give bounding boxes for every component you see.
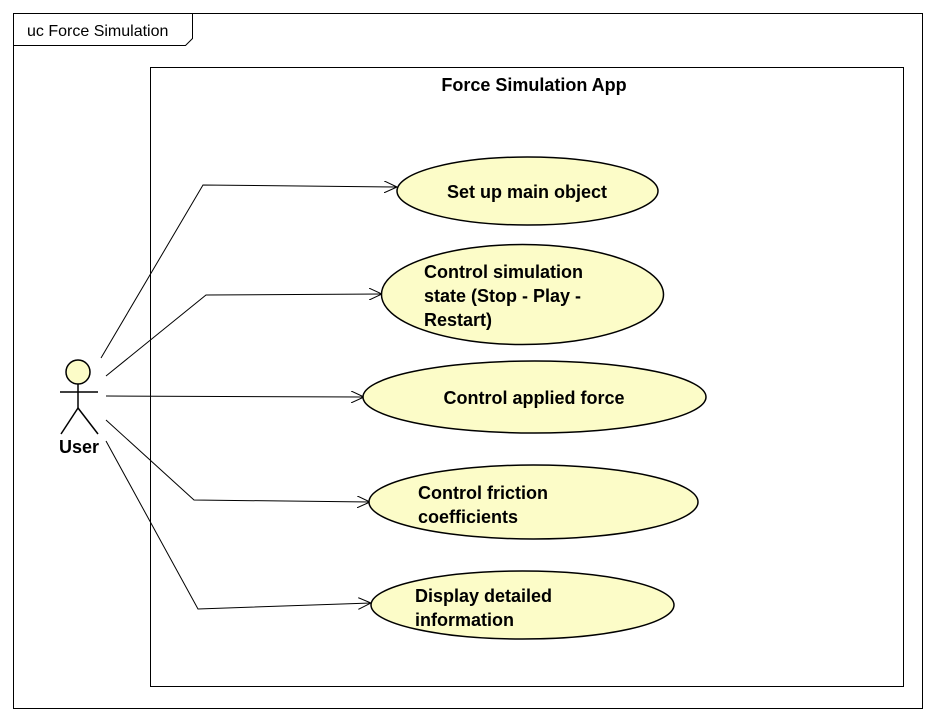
- associations: [100, 185, 397, 610]
- actor-head: [65, 359, 91, 385]
- use-case-label: state (Stop - Play -: [424, 286, 581, 306]
- association-uc3: [105, 396, 364, 397]
- use-case-control-friction-coefficients[interactable]: Control friction coefficients: [368, 464, 699, 540]
- use-case-label: information: [415, 610, 514, 630]
- use-case-label: Set up main object: [447, 182, 607, 202]
- use-case-label: coefficients: [418, 507, 518, 527]
- use-case-display-detailed-information[interactable]: Display detailed information: [370, 570, 675, 640]
- association-uc2: [105, 294, 382, 377]
- association-uc1: [100, 185, 397, 359]
- actor-user: [60, 359, 99, 435]
- use-case-label: Control applied force: [443, 388, 624, 408]
- use-case-control-simulation-state[interactable]: Control simulation state (Stop - Play - …: [380, 243, 665, 346]
- use-case-control-applied-force[interactable]: Control applied force: [362, 360, 707, 434]
- use-case-set-up-main-object[interactable]: Set up main object: [396, 156, 659, 226]
- system-title: Force Simulation App: [441, 75, 626, 95]
- actor-label: User: [59, 437, 99, 457]
- system-boundary: Force Simulation App: [150, 67, 904, 687]
- use-case-label: Control friction: [418, 483, 548, 503]
- association-uc5: [105, 440, 371, 610]
- use-case-label: Restart): [424, 310, 492, 330]
- frame-title: uc Force Simulation: [27, 23, 168, 40]
- use-case-label: Control simulation: [424, 262, 583, 282]
- diagram-frame: uc Force Simulation: [13, 13, 923, 709]
- use-case-label: Display detailed: [415, 586, 552, 606]
- association-uc4: [105, 419, 370, 502]
